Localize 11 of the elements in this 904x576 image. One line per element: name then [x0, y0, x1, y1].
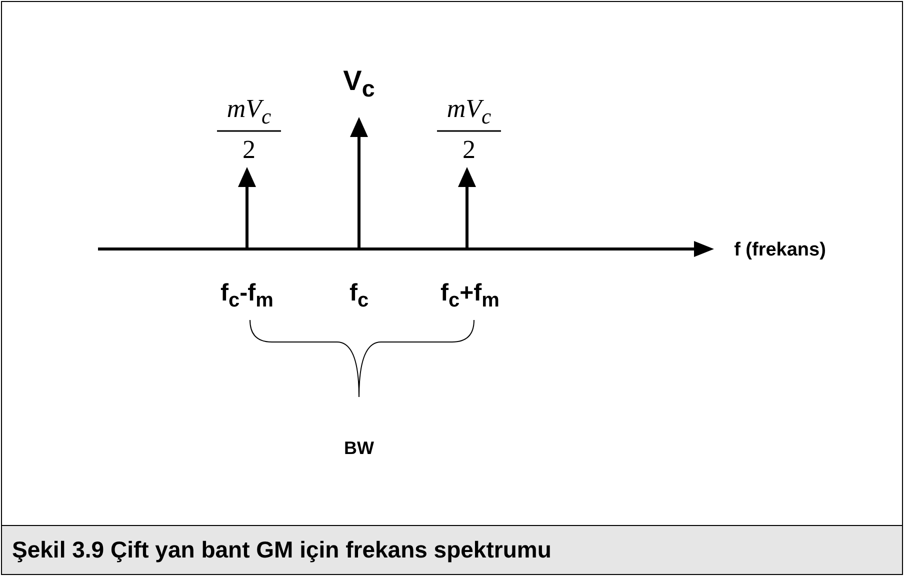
figure-caption: Şekil 3.9 Çift yan bant GM için frekans spektrumu [12, 536, 552, 564]
fraction-denominator: 2 [242, 137, 256, 163]
fraction-numerator: mV$_{c}$ [446, 96, 492, 128]
axis-label: f (frekans) [734, 240, 826, 260]
frequency-label: f$_{c}$+f$_{m}$ [440, 282, 500, 310]
bandwidth-label: BW [344, 439, 374, 457]
frequency-label: f$_{c}$-f$_{m}$ [220, 282, 274, 310]
fraction-numerator: mV$_{c}$ [226, 96, 272, 128]
fraction-denominator: 2 [462, 137, 476, 163]
frequency-label: f$_{c}$ [349, 282, 369, 310]
amplitude-label: V$_{c}$ [343, 67, 375, 101]
